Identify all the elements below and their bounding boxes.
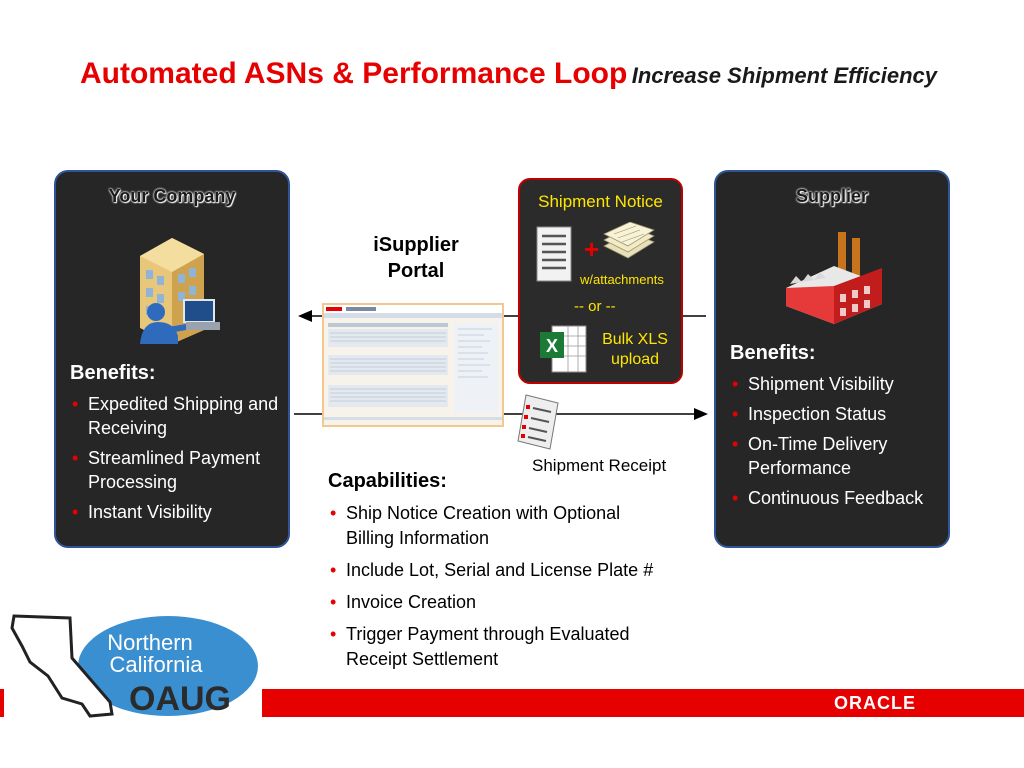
list-item: Streamlined Payment Processing bbox=[70, 446, 284, 494]
your-company-heading: Your Company bbox=[108, 186, 236, 206]
checklist-icon bbox=[517, 394, 559, 450]
left-benefits-list: Expedited Shipping and Receiving Streaml… bbox=[70, 392, 284, 530]
list-item: On-Time Delivery Performance bbox=[730, 432, 944, 480]
logo-line2: California bbox=[110, 652, 204, 677]
shipment-receipt-label: Shipment Receipt bbox=[532, 456, 667, 475]
attachments-icon bbox=[603, 222, 655, 259]
excel-icon: X bbox=[540, 325, 587, 373]
your-company-panel: Your Company Benefits: Expedited Shippin… bbox=[54, 170, 290, 548]
portal-screenshot-image bbox=[324, 305, 502, 420]
factory-icon bbox=[786, 232, 882, 324]
list-item: Trigger Payment through Evaluated Receip… bbox=[328, 622, 666, 672]
footer-bar bbox=[262, 689, 1024, 717]
plus-sign: + bbox=[584, 234, 600, 264]
bulk-upload-line2: upload bbox=[610, 351, 660, 368]
capabilities-title: Capabilities: bbox=[328, 470, 447, 492]
logo-line1: Northern bbox=[107, 630, 193, 655]
supplier-panel: Supplier Benefits: Shipment Visibility I… bbox=[714, 170, 950, 548]
attachments-label: w/attachments bbox=[580, 272, 664, 287]
portal-label-line2: Portal bbox=[387, 260, 445, 282]
office-worker-icon bbox=[140, 238, 220, 344]
document-icon bbox=[536, 226, 572, 282]
title-main: Automated ASNs & Performance Loop bbox=[80, 57, 628, 90]
list-item: Shipment Visibility bbox=[730, 372, 944, 396]
left-benefits-title: Benefits: bbox=[70, 362, 156, 384]
supplier-heading: Supplier bbox=[795, 186, 868, 206]
receipt-arrow-head bbox=[694, 408, 708, 420]
portal-label: iSupplier Portal bbox=[356, 232, 476, 284]
shipment-notice-box: Shipment Notice + w/attachments -- or --… bbox=[518, 178, 683, 384]
list-item: Ship Notice Creation with Optional Billi… bbox=[328, 501, 646, 551]
list-item: Continuous Feedback bbox=[730, 486, 944, 510]
list-item: Include Lot, Serial and License Plate # bbox=[328, 558, 698, 583]
logo-ellipse bbox=[78, 616, 258, 716]
shipment-notice-title: Shipment Notice bbox=[538, 192, 663, 211]
capabilities-list: Ship Notice Creation with Optional Billi… bbox=[328, 501, 698, 679]
logo-line3: OAUG bbox=[129, 680, 231, 718]
bulk-upload-label: Bulk XLS upload bbox=[592, 330, 678, 370]
list-item: Expedited Shipping and Receiving bbox=[70, 392, 284, 440]
title-sub: Increase Shipment Efficiency bbox=[631, 63, 938, 88]
slide-title: Automated ASNs & Performance Loop Increa… bbox=[80, 58, 980, 94]
right-benefits-list: Shipment Visibility Inspection Status On… bbox=[730, 372, 944, 516]
or-divider: -- or -- bbox=[574, 298, 616, 315]
list-item: Instant Visibility bbox=[70, 500, 284, 524]
portal-screenshot bbox=[322, 303, 504, 427]
portal-label-line1: iSupplier bbox=[373, 234, 459, 256]
list-item: Invoice Creation bbox=[328, 590, 698, 615]
california-outline-icon bbox=[10, 614, 114, 718]
notice-arrow-head bbox=[298, 310, 312, 322]
right-benefits-title: Benefits: bbox=[730, 342, 816, 364]
norcal-oaug-logo: Northern California OAUG bbox=[10, 614, 258, 718]
oracle-logo: ORACLE bbox=[834, 693, 916, 713]
bulk-upload-line1: Bulk XLS bbox=[602, 331, 668, 348]
svg-text:X: X bbox=[546, 336, 558, 356]
list-item: Inspection Status bbox=[730, 402, 944, 426]
footer-bar-left bbox=[0, 689, 4, 717]
